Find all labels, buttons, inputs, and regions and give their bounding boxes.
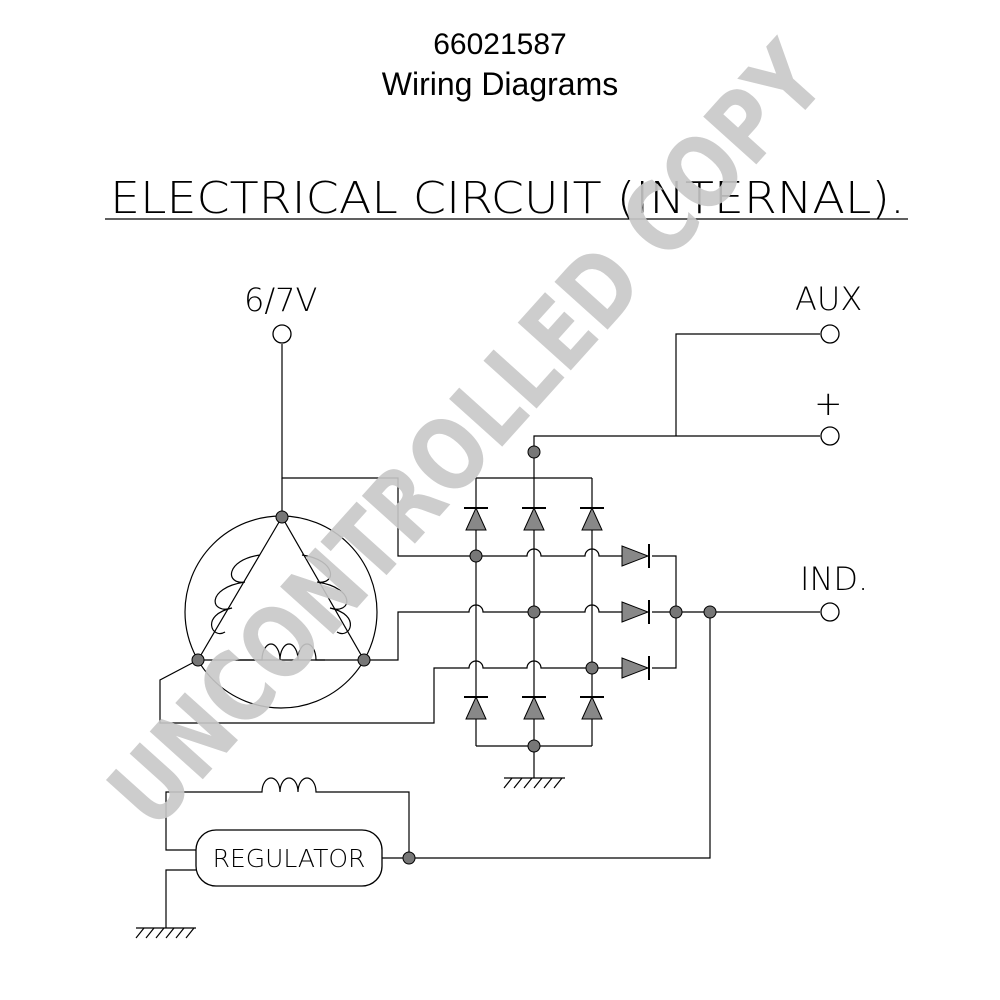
terminal-label-ind: IND. xyxy=(800,560,868,598)
diode-trio xyxy=(621,544,650,680)
wire-regulator-ground xyxy=(165,869,196,928)
negative-diodes xyxy=(464,695,604,720)
ground-symbol-rectifier xyxy=(503,777,565,789)
terminal-6-7v xyxy=(272,324,292,344)
diode xyxy=(522,506,546,531)
circuit-title: ELECTRICAL CIRCUIT (INTERNAL). xyxy=(110,173,905,224)
ground-symbol-regulator xyxy=(135,927,196,939)
stator-winding-right-coil xyxy=(301,554,351,635)
wire-phase-2 xyxy=(364,604,622,661)
junction-node xyxy=(191,653,205,667)
junction-node xyxy=(357,653,371,667)
diode xyxy=(621,656,650,680)
document-title: Wiring Diagrams xyxy=(381,66,619,102)
junction-node xyxy=(669,605,683,619)
diode xyxy=(580,695,604,720)
document-number: 66021587 xyxy=(433,28,567,61)
positive-diodes xyxy=(464,506,604,531)
junction-node xyxy=(469,549,483,563)
field-winding-coil xyxy=(242,777,330,793)
terminals xyxy=(272,324,840,622)
junction-node xyxy=(527,605,541,619)
terminal-ind xyxy=(820,602,840,622)
terminal-label-aux: AUX xyxy=(795,280,862,318)
junction-node xyxy=(703,605,717,619)
wire-field-right xyxy=(330,791,410,858)
terminal-aux xyxy=(820,324,840,344)
diode xyxy=(464,695,488,720)
regulator-label: REGULATOR xyxy=(213,844,366,873)
diode xyxy=(621,600,650,624)
wire-plus xyxy=(533,435,820,452)
junction-node xyxy=(275,510,289,524)
stator-winding-bottom-coil xyxy=(238,643,325,661)
junction-node xyxy=(585,661,599,675)
wire-aux xyxy=(675,333,820,436)
regulator-box xyxy=(195,829,383,887)
junction-nodes xyxy=(191,445,717,865)
terminal-label-6-7v: 6/7V xyxy=(244,281,317,319)
junction-node xyxy=(527,445,541,459)
diode xyxy=(464,506,488,531)
terminal-plus xyxy=(820,426,840,446)
diode xyxy=(522,695,546,720)
junction-node xyxy=(402,851,416,865)
wire-6-7v xyxy=(281,344,476,557)
wire-ind-regulator xyxy=(409,612,711,859)
regulator: REGULATOR xyxy=(195,829,383,887)
wire-phase-3 xyxy=(159,659,622,724)
diode xyxy=(621,544,650,568)
stator-delta xyxy=(196,515,366,661)
diode xyxy=(580,506,604,531)
wire-phase-1 xyxy=(476,548,622,557)
wire-field-left xyxy=(165,791,242,851)
junction-node xyxy=(527,739,541,753)
stator-winding-left-coil xyxy=(211,554,261,635)
terminal-label-plus: + xyxy=(814,384,843,424)
